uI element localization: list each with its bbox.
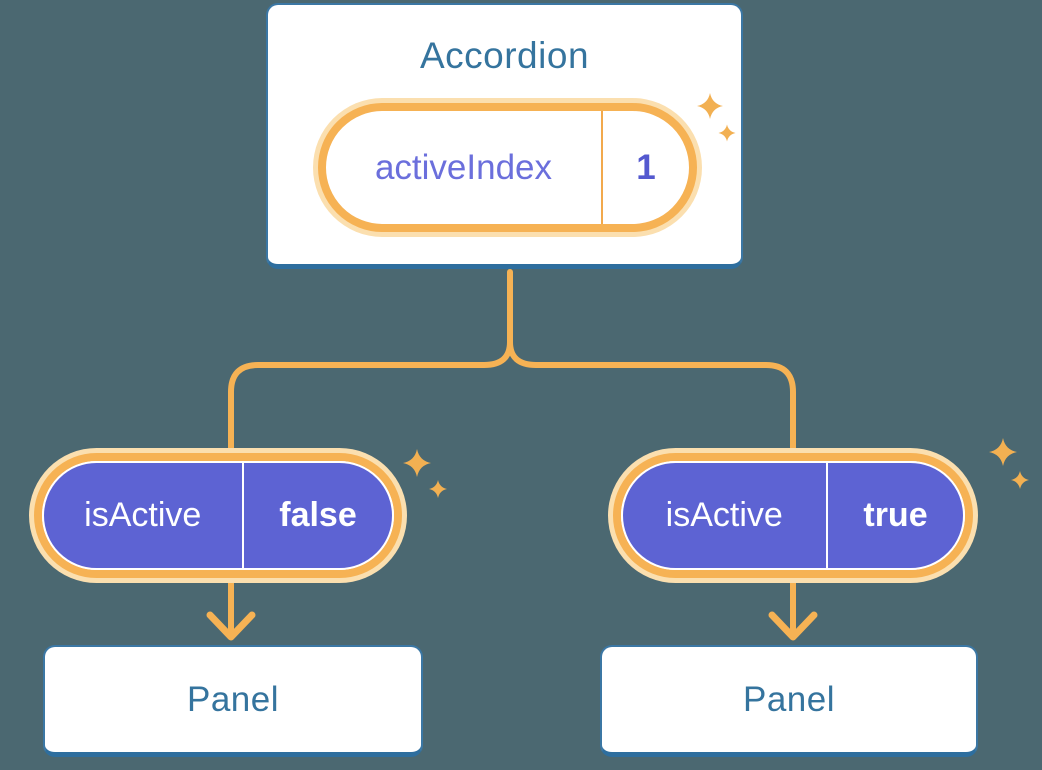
sparkle-icon (989, 438, 1017, 466)
state-pill-ring: isActive false (34, 453, 402, 578)
state-value-label: true (863, 496, 928, 534)
state-pill-ring: isActive true (613, 453, 973, 578)
arrow-down-icon (768, 611, 818, 641)
state-pill-body: activeIndex 1 (326, 111, 689, 224)
pill-divider (601, 111, 603, 224)
state-value-label: 1 (636, 147, 656, 187)
state-name-label: activeIndex (374, 147, 553, 187)
sparkle-icon (429, 480, 447, 498)
accordion-title: Accordion (419, 35, 590, 76)
state-value-label: false (279, 496, 357, 534)
state-pill-ring: activeIndex 1 (318, 103, 697, 232)
is-active-false-state-pill: isActive false (29, 448, 407, 583)
state-name-label: isActive (665, 496, 783, 534)
panel-title: Panel (742, 679, 836, 719)
sparkle-icon (1011, 471, 1029, 489)
is-active-true-state-pill: isActive true (608, 448, 978, 583)
pill-divider (825, 463, 828, 568)
panel-title: Panel (186, 679, 280, 719)
sparkle-icon (403, 449, 431, 477)
state-pill-body: isActive true (621, 461, 965, 570)
panel-card-left: Panel (43, 645, 423, 757)
panel-card-right: Panel (600, 645, 978, 757)
state-pill-body: isActive false (42, 461, 394, 570)
state-name-label: isActive (84, 496, 202, 534)
arrow-down-icon (206, 611, 256, 641)
active-index-state-pill: activeIndex 1 (313, 98, 702, 237)
